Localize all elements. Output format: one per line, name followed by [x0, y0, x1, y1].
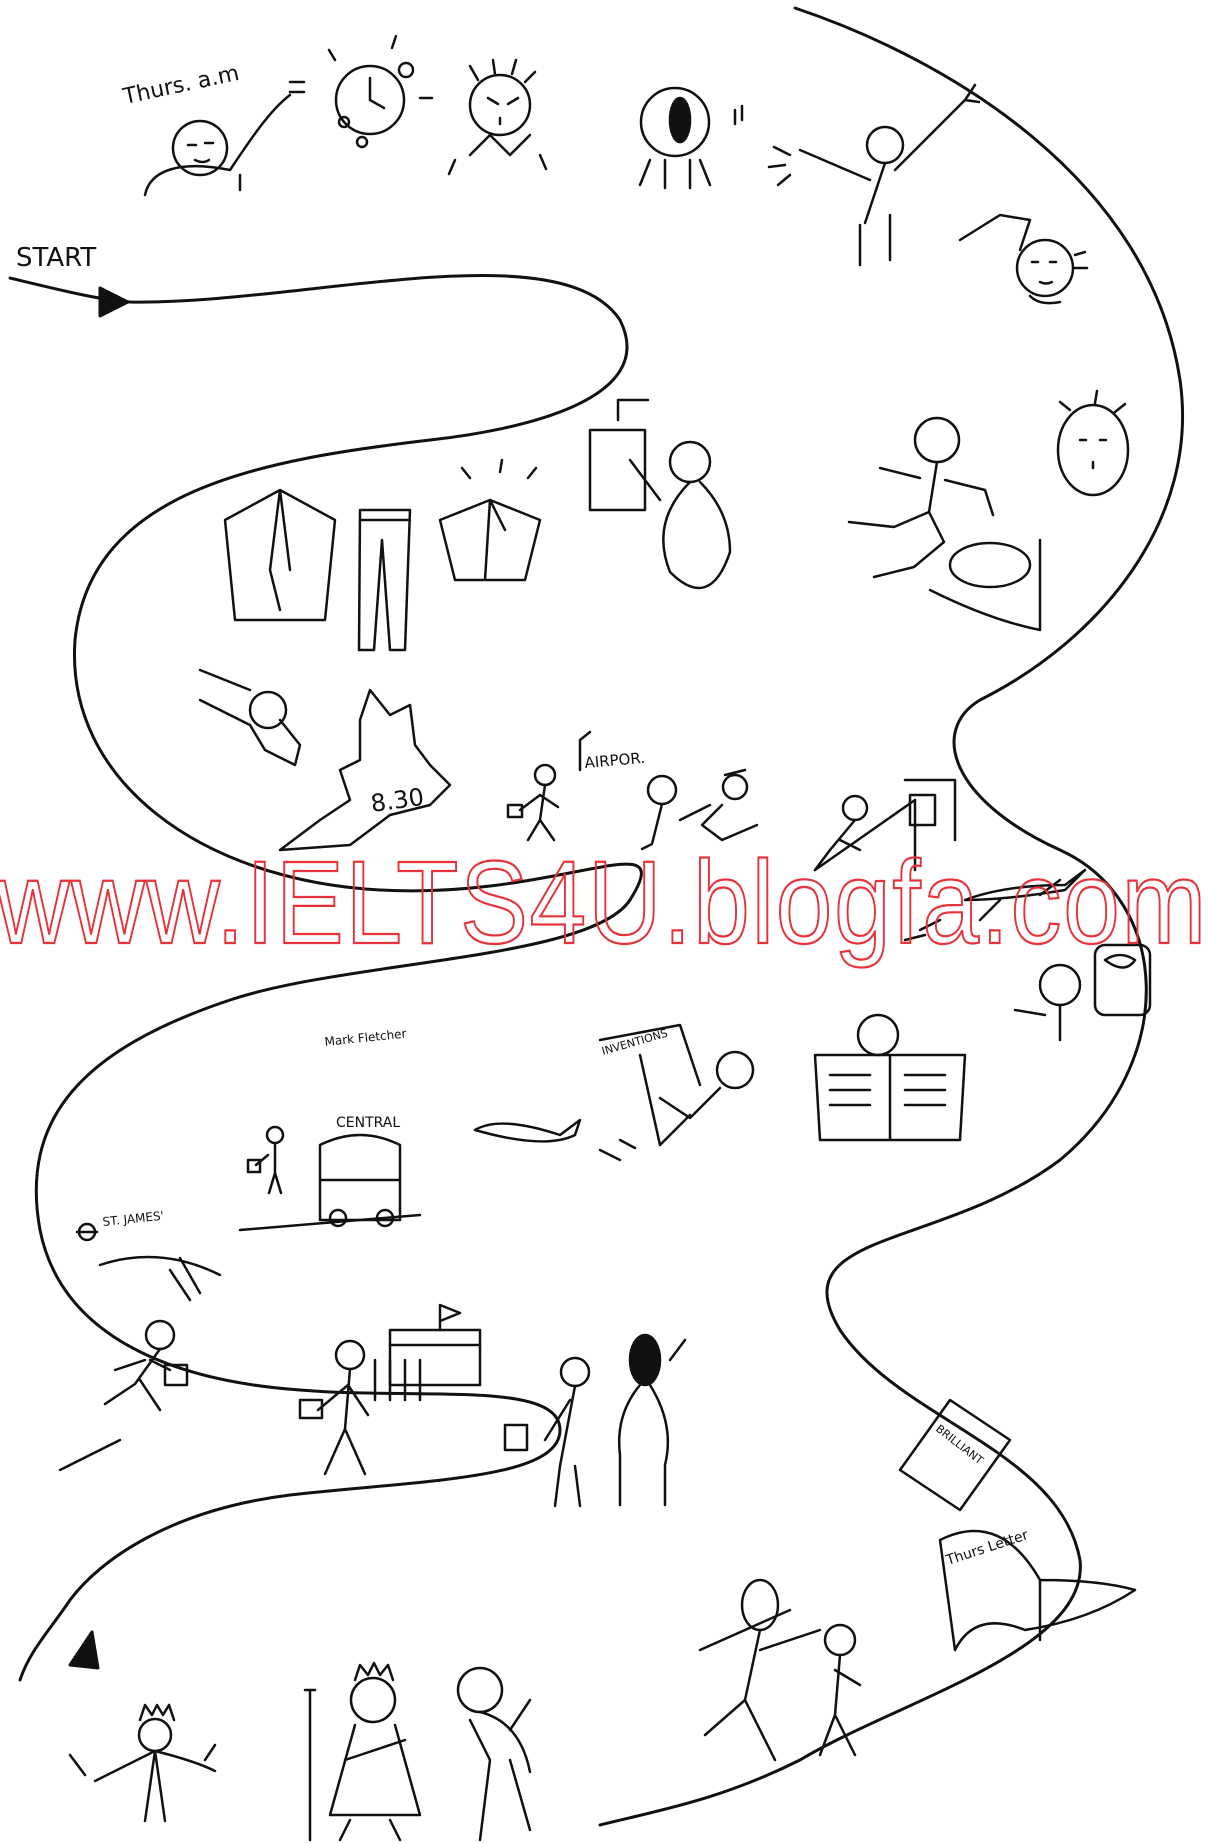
- jumping-out-of-bed-sketch: [849, 418, 1040, 630]
- startled-man-sketch: [449, 60, 546, 174]
- airport-sign-label: AIRPOR.: [584, 749, 646, 772]
- end-arrowhead: [70, 1632, 98, 1668]
- signature-label: Mark Fletcher: [324, 1026, 407, 1049]
- brilliant-card-sketch: [900, 1400, 1010, 1510]
- plane-landing-sketch: [475, 1120, 635, 1160]
- britain-map-sketch: [280, 690, 450, 850]
- king-sketch: [70, 1705, 215, 1821]
- sleeping-man-sketch: [145, 95, 290, 195]
- road-left-edge: [10, 276, 641, 1680]
- watermark-text: www.IELTS4U.blogfa.com: [0, 837, 1208, 969]
- queen-sketch: [305, 1663, 420, 1840]
- bowing-man-sketch: [458, 1668, 530, 1840]
- man-and-guard-sketch: [505, 1335, 685, 1506]
- palace-sketch: [375, 1305, 480, 1400]
- start-label: START: [16, 243, 96, 273]
- time-of-day-label: Thurs. a.m: [120, 61, 241, 110]
- stretching-man-sketch: [769, 85, 979, 265]
- wristwatch-sketch: [200, 670, 300, 765]
- man-reading-newspaper-sketch: [815, 1015, 965, 1140]
- station-name-label: ST. JAMES': [102, 1209, 165, 1229]
- jacket-sketch: [225, 490, 335, 620]
- alarm-clock-sketch: [290, 36, 432, 147]
- man-scratching-head-sketch: [960, 215, 1087, 303]
- start-arrowhead: [100, 288, 128, 316]
- bus-sign-label: CENTRAL: [336, 1115, 400, 1131]
- running-man-sketch: [60, 1257, 220, 1470]
- guard-with-sword-sketch: [700, 1580, 860, 1760]
- shirt-sketch: [440, 460, 540, 580]
- trousers-sketch: [359, 510, 410, 650]
- yawning-man-sketch: [640, 88, 742, 188]
- man-at-mirror-sketch: [590, 400, 730, 588]
- underground-sign-sketch: [77, 1224, 97, 1240]
- walking-man-briefcase-sketch: [508, 732, 590, 840]
- walking-to-palace-sketch: [300, 1341, 368, 1474]
- inventions-paper-label: INVENTIONS: [600, 1027, 669, 1058]
- surprised-face-sketch: [1058, 391, 1128, 495]
- bus-stop-sketch: [240, 1127, 420, 1230]
